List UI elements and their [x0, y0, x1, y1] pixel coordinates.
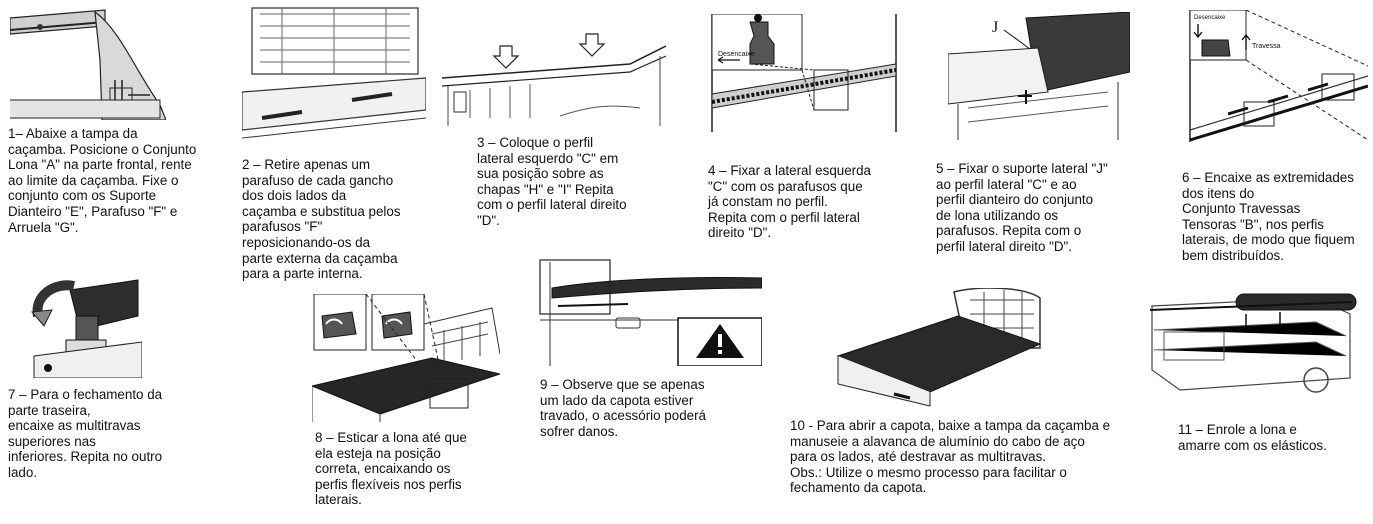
step-1-caption: 1– Abaixe a tampa da caçamba. Posicione …	[8, 126, 197, 235]
step-8-caption: 8 – Esticar a lona até que ela esteja na…	[315, 430, 467, 508]
step-5-j-label: J	[992, 19, 998, 36]
step-6-illustration: Desencaixe Travessa	[1188, 10, 1368, 142]
step-4-caption: 4 – Fixar a lateral esquerda "C" com os …	[708, 163, 872, 241]
step-9-caption: 9 – Observe que se apenas um lado da cap…	[540, 377, 706, 439]
step-3-caption: 3 – Coloque o perfil lateral esquerdo "C…	[477, 135, 627, 228]
step-2-illustration	[242, 0, 426, 148]
step-6-desencaixe-label: Desencaixe	[1194, 15, 1226, 21]
step-5-caption: 5 – Fixar o suporte lateral "J" ao perfi…	[936, 161, 1108, 254]
step-5-illustration: J	[948, 12, 1130, 140]
step-6-travessa-label: Travessa	[1252, 43, 1281, 50]
step-11-illustration	[1140, 286, 1362, 396]
step-10-caption: 10 - Para abrir a capota, baixe a tampa …	[790, 418, 1111, 496]
step-2-caption: 2 – Retire apenas um parafuso de cada ga…	[242, 157, 401, 282]
step-9-illustration	[538, 258, 762, 366]
step-8-illustration	[312, 294, 500, 422]
step-11-caption: 11 – Enrole a lona e amarre com os elást…	[1178, 422, 1327, 453]
step-7-caption: 7 – Para o fechamento da parte traseira,…	[8, 387, 163, 480]
step-6-caption: 6 – Encaixe as extremidades dos itens do…	[1182, 170, 1355, 263]
step-3-illustration	[440, 26, 666, 126]
step-4-illustration: Desencaixe	[710, 14, 898, 132]
step-4-desencaixe-label: Desencaixe	[718, 51, 755, 58]
step-7-illustration	[30, 276, 142, 378]
step-10-illustration	[834, 288, 1044, 408]
step-1-illustration	[10, 0, 166, 120]
